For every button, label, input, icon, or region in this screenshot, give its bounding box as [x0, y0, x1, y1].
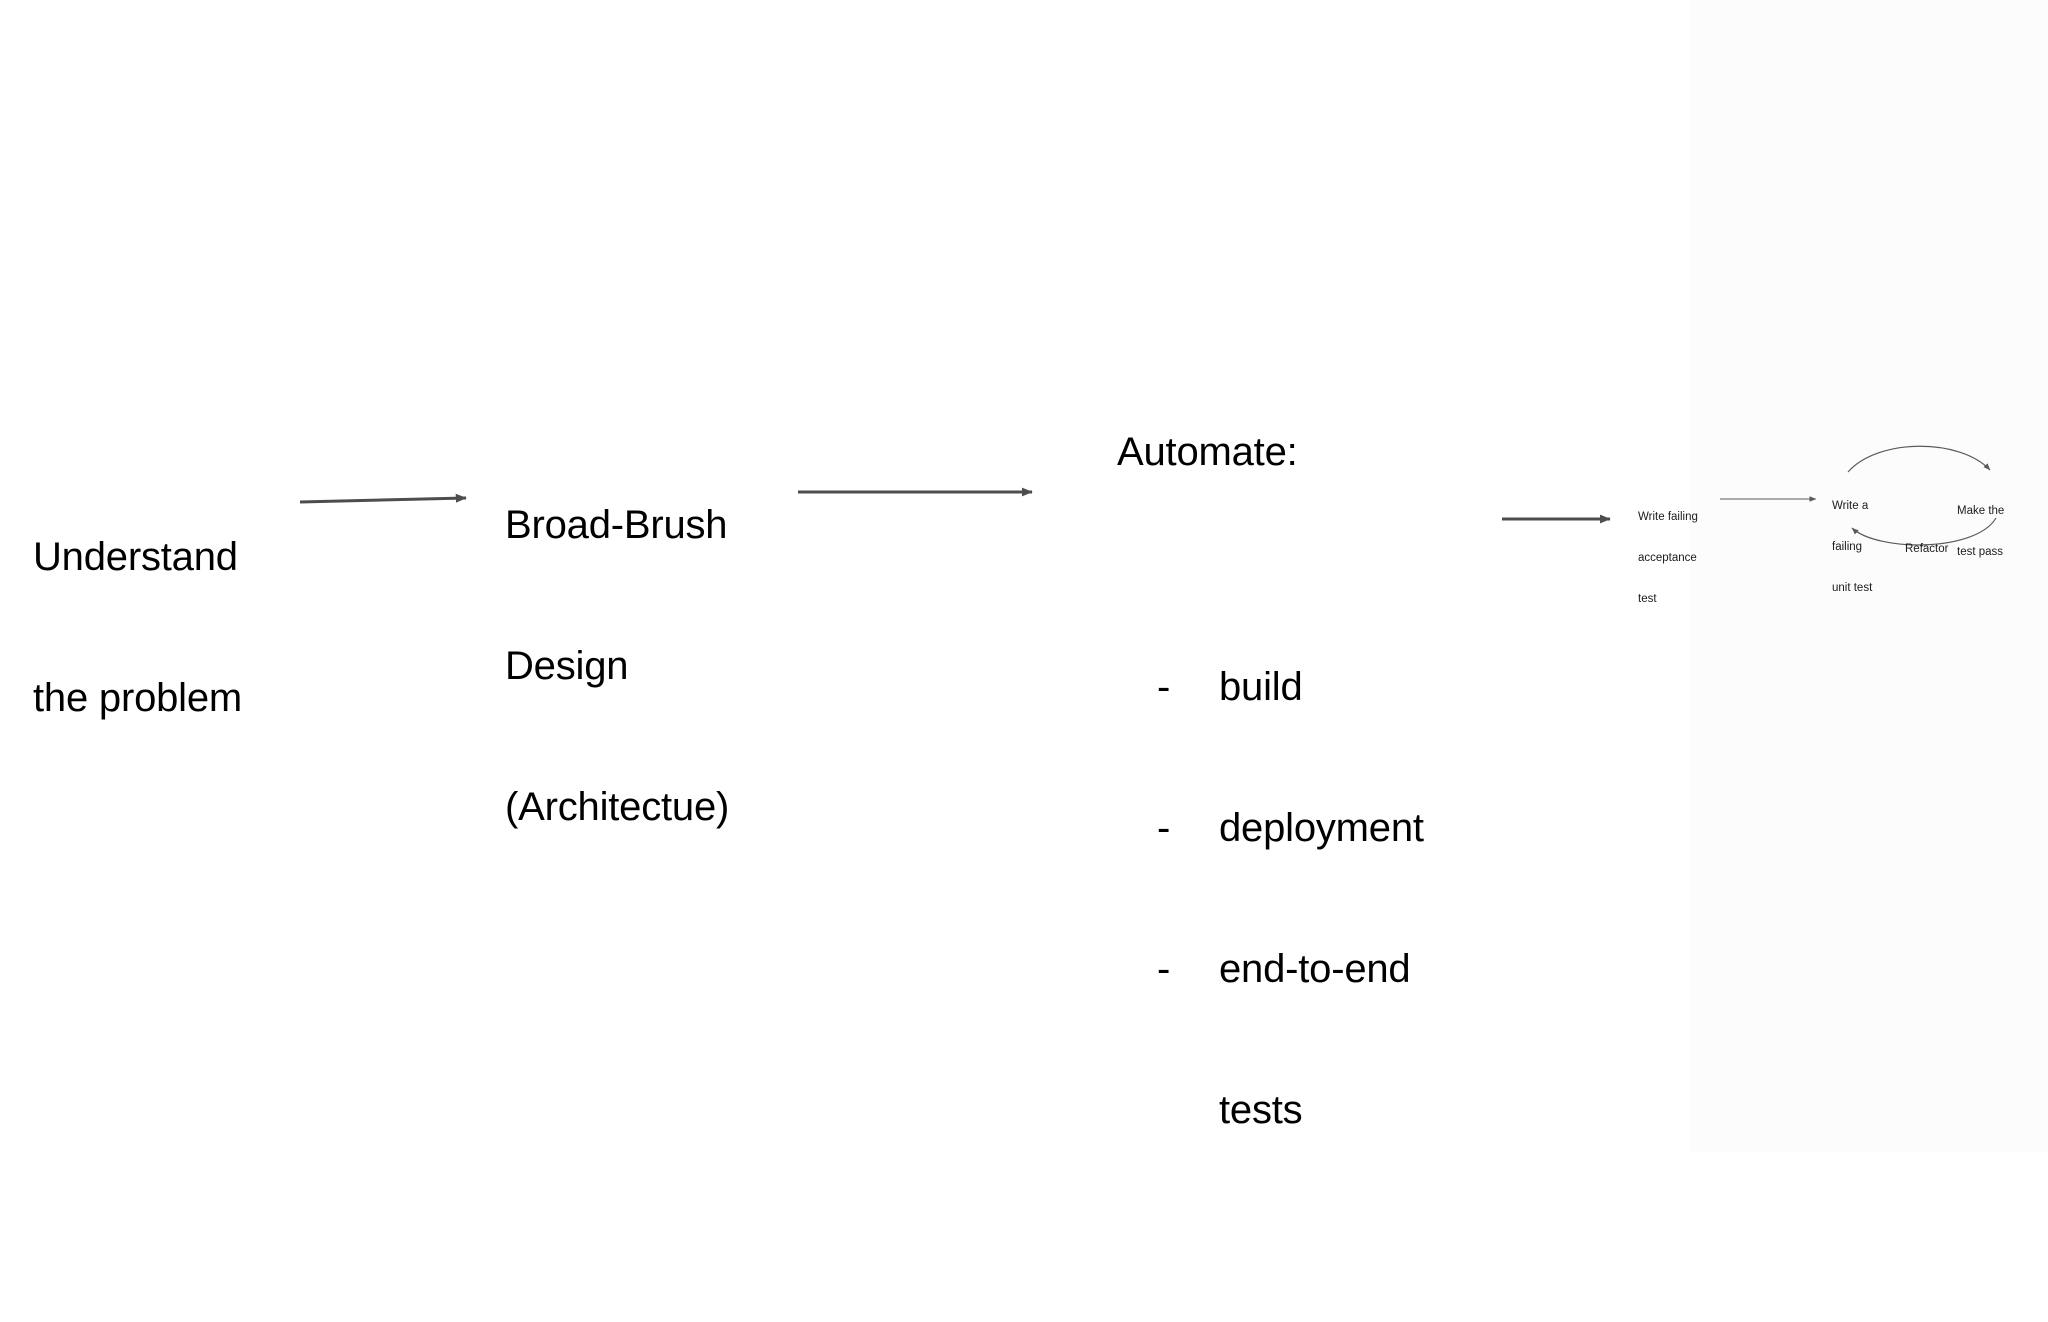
tdd-unittest-line-2: failing: [1832, 540, 1863, 553]
automate-item-label: deployment: [1219, 806, 1424, 850]
tdd-node-unit-test: Write a failing unit test: [1832, 473, 1872, 623]
automate-item-label: end-to-end: [1219, 947, 1411, 991]
diagram-canvas: Understand the problem Broad-Brush Desig…: [33, 0, 2048, 1152]
edge-pass-to-unit-refactor: [1851, 517, 1997, 546]
edge-unit-to-pass: [1847, 445, 1991, 473]
tdd-acceptance-line-2: acceptance: [1638, 551, 1697, 564]
tdd-cycle-diagram: Write failing acceptance test Write a fa…: [1630, 430, 2048, 620]
tdd-testpass-line-2: test pass: [1957, 545, 2004, 558]
tdd-edge-label-refactor: Refactor: [1905, 543, 1949, 555]
tdd-unittest-line-1: Write a: [1832, 500, 1869, 513]
tdd-unittest-line-3: unit test: [1832, 581, 1873, 594]
tdd-panel-background: [1690, 0, 2048, 1152]
tdd-acceptance-line-1: Write failing: [1638, 511, 1698, 524]
stage-design-line-2: Design: [505, 644, 629, 688]
arrow-understand-to-design: [299, 493, 467, 504]
automate-list-item: - end-to-end: [1117, 946, 1424, 993]
automate-list-item: - deployment: [1117, 805, 1424, 852]
tdd-testpass-line-1: Make the: [1957, 505, 2005, 518]
tdd-acceptance-line-3: test: [1638, 592, 1657, 605]
automate-list: - build - deployment - end-to-end tests: [1117, 570, 1424, 1228]
automate-item-label: tests: [1219, 1088, 1303, 1132]
main-flow-arrows: [299, 487, 1611, 524]
tdd-cycle-arrows: [1720, 445, 1997, 546]
automate-item-label: build: [1219, 665, 1303, 709]
stage-understand-line-1: Understand: [33, 535, 238, 579]
automate-title: Automate:: [1117, 430, 1298, 474]
stage-design-line-3: (Architectue): [505, 785, 730, 829]
bullet-dash-icon: -: [1157, 806, 1171, 850]
automate-list-item-continuation: tests: [1117, 1087, 1424, 1134]
bullet-dash-icon: -: [1157, 947, 1171, 991]
stage-automate: Automate: - build - deployment - end-to-end…: [1117, 335, 1424, 1322]
tdd-node-acceptance-test: Write failing acceptance test: [1638, 484, 1698, 634]
stage-design-line-1: Broad-Brush: [505, 503, 728, 547]
bullet-dash-icon: -: [1157, 665, 1171, 709]
automate-list-item: - build: [1117, 664, 1424, 711]
tdd-node-make-test-pass: Make the test pass: [1957, 478, 2004, 587]
stage-understand-the-problem: Understand the problem: [33, 440, 242, 816]
stage-understand-line-2: the problem: [33, 676, 243, 720]
stage-broad-brush-design: Broad-Brush Design (Architectue): [505, 408, 729, 925]
